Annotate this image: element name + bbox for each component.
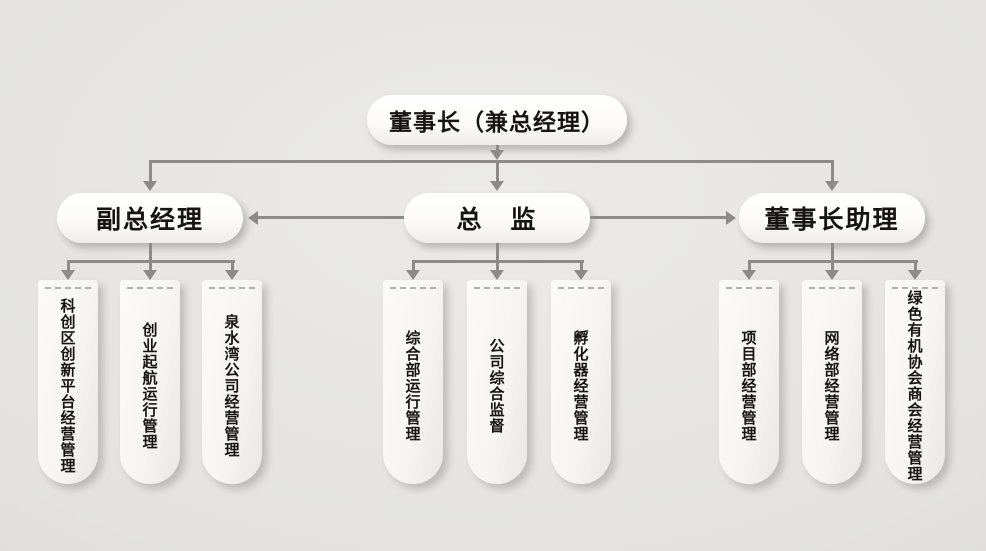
connector-g2-drop2-arrowhead — [490, 270, 504, 280]
connector-g2-drop3-arrowhead — [574, 270, 588, 280]
dept-pill-gongsi-jiandu: 公司综合监督 — [467, 280, 527, 484]
dept-pill-chuangye-qihang: 创业起航运行管理 — [120, 280, 180, 484]
connector-drop-left-arrowhead — [143, 181, 157, 191]
dept-pill-label: 绿色有机协会商会经营管理 — [905, 290, 924, 482]
node-chairman-gm: 董事长（兼总经理） — [367, 95, 627, 145]
dept-pill-label: 科创区创新平台经营管理 — [58, 298, 77, 474]
pill-perforation — [209, 287, 255, 289]
connector-g2-stem — [495, 243, 499, 262]
dept-pill-quanshuiwan: 泉水湾公司经营管理 — [202, 280, 262, 484]
node-director: 总 监 — [404, 193, 590, 243]
connector-drop-left — [148, 163, 152, 181]
pill-perforation — [390, 287, 436, 289]
connector-director-to-deputy-arrowhead — [248, 211, 258, 225]
dept-pill-label: 孵化器经营管理 — [571, 330, 590, 442]
connector-g1-drop2 — [148, 262, 152, 270]
pill-perforation — [474, 287, 520, 289]
connector-g3-drop1 — [747, 263, 751, 270]
dept-pill-kechuang-platform: 科创区创新平台经营管理 — [38, 280, 98, 484]
connector-g1-drop3 — [230, 263, 234, 270]
dept-pill-label: 泉水湾公司经营管理 — [222, 314, 241, 458]
dept-pill-label: 公司综合监督 — [487, 338, 506, 434]
connector-root-stem — [495, 145, 499, 151]
connector-drop-right-arrowhead — [825, 181, 839, 191]
connector-g2-drop1 — [411, 263, 415, 270]
connector-g3-stem — [830, 243, 834, 262]
pill-perforation — [127, 287, 173, 289]
connector-root-arrowhead — [490, 150, 504, 160]
connector-g2-rail — [411, 260, 584, 263]
connector-g1-drop3-arrowhead — [225, 270, 239, 280]
connector-director-to-assistant — [590, 216, 726, 219]
node-deputy-general-manager: 副总经理 — [57, 193, 243, 243]
node-deputy-general-manager-label: 副总经理 — [95, 205, 204, 234]
connector-director-to-deputy — [258, 216, 404, 219]
connector-g3-drop1-arrowhead — [742, 270, 756, 280]
dept-pill-xiangmubu: 项目部经营管理 — [719, 280, 779, 484]
connector-top-rail — [148, 160, 834, 163]
pill-perforation — [45, 287, 91, 289]
connector-g1-stem — [148, 243, 152, 262]
connector-g3-drop3-arrowhead — [908, 270, 922, 280]
connector-drop-center — [495, 163, 499, 181]
pill-perforation — [726, 287, 772, 289]
node-chairman-gm-label: 董事长（兼总经理） — [389, 110, 605, 136]
connector-director-to-assistant-arrowhead — [726, 211, 736, 225]
connector-g2-drop2 — [495, 262, 499, 270]
connector-drop-right — [830, 163, 834, 181]
connector-drop-center-arrowhead — [490, 181, 504, 191]
pill-perforation — [809, 287, 855, 289]
connector-g2-drop1-arrowhead — [406, 270, 420, 280]
connector-g3-drop2 — [830, 262, 834, 270]
dept-pill-fuhuaqi: 孵化器经营管理 — [551, 280, 611, 484]
dept-pill-label: 创业起航运行管理 — [140, 322, 159, 450]
connector-g2-drop3 — [579, 263, 583, 270]
connector-g3-drop3 — [913, 263, 917, 270]
pill-perforation — [892, 287, 938, 289]
dept-pill-zonghebu: 综合部运行管理 — [383, 280, 443, 484]
connector-g1-drop2-arrowhead — [143, 270, 157, 280]
node-chairman-assistant-label: 董事长助理 — [764, 205, 900, 234]
node-director-label: 总 监 — [456, 205, 538, 234]
connector-g3-rail — [747, 260, 918, 263]
connector-g3-drop2-arrowhead — [825, 270, 839, 280]
connector-g1-drop1-arrowhead — [61, 270, 75, 280]
dept-pill-wangluobu: 网络部经营管理 — [802, 280, 862, 484]
node-chairman-assistant: 董事长助理 — [739, 193, 925, 243]
dept-pill-label: 网络部经营管理 — [822, 330, 841, 442]
connector-g1-drop1 — [66, 263, 70, 270]
pill-perforation — [558, 287, 604, 289]
dept-pill-lvse-youji: 绿色有机协会商会经营管理 — [885, 280, 945, 484]
dept-pill-label: 项目部经营管理 — [739, 330, 758, 442]
connector-g1-rail — [66, 260, 235, 263]
dept-pill-label: 综合部运行管理 — [403, 330, 422, 442]
